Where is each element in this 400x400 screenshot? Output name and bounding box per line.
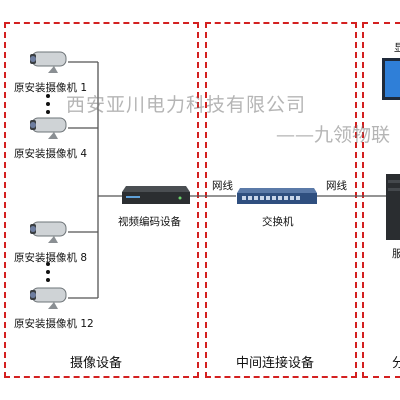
camera-icon <box>30 287 67 309</box>
ellipsis-dots <box>46 94 50 118</box>
link-label-right: 网线 <box>326 180 347 192</box>
camera-label: 原安装摄像机 4 <box>14 148 88 160</box>
link-label-left: 网线 <box>212 180 233 192</box>
video-encoder-icon <box>122 186 190 204</box>
switch-label: 交换机 <box>262 216 294 228</box>
camera-icon <box>30 51 67 73</box>
zone-right-devices <box>362 22 400 378</box>
zone-title-middle: 中间连接设备 <box>236 356 315 371</box>
camera-icon <box>30 117 67 139</box>
monitor-label: 显 <box>394 42 400 54</box>
server-icon <box>386 174 400 240</box>
zone-camera-devices <box>4 22 199 378</box>
watermark-slogan: ——九领物联 <box>276 124 391 146</box>
camera-label: 原安装摄像机 1 <box>14 82 88 94</box>
camera-label: 原安装摄像机 12 <box>14 318 94 330</box>
monitor-icon <box>382 58 400 100</box>
camera-label: 原安装摄像机 8 <box>14 252 88 264</box>
camera-icon <box>30 221 67 243</box>
watermark-company: 西安亚川电力科技有限公司 <box>66 94 307 116</box>
encoder-label: 视频编码设备 <box>118 216 181 228</box>
ellipsis-dots <box>46 262 50 286</box>
network-switch-icon <box>237 188 317 204</box>
server-label: 服 <box>392 248 400 260</box>
zone-title-right: 分 <box>392 356 400 371</box>
zone-title-camera: 摄像设备 <box>70 356 123 371</box>
zone-middle-devices <box>205 22 357 378</box>
